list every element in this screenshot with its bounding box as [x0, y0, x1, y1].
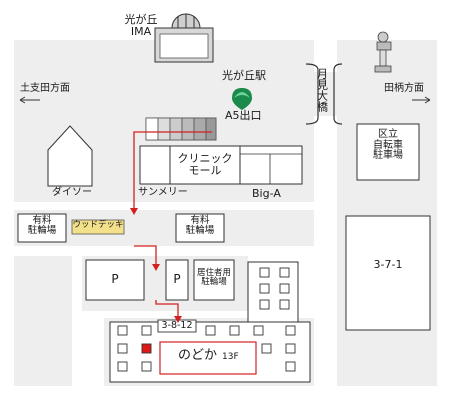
parking-lot-1 [85, 259, 145, 301]
wood-deck [71, 219, 125, 235]
exit-stairs [145, 117, 217, 141]
parking-lot-2 [165, 259, 189, 301]
main-road [14, 72, 437, 116]
bridge-brace-left [305, 63, 319, 125]
arrow-right-icon [412, 96, 431, 104]
east-tower [247, 261, 299, 323]
big-a-building [239, 145, 303, 185]
bridge-brace-right [333, 63, 343, 125]
block-3-7-1-label: 3-7-1 [373, 258, 403, 271]
daiso-building [47, 125, 93, 187]
resident-parking-label: 居住者用 駐輪場 [196, 268, 231, 287]
ward-bicycle-parking-building [356, 123, 420, 181]
ward-bicycle-parking-label: 区立 自転車 駐車場 [373, 129, 403, 161]
parking-lot-2-label: P [173, 272, 181, 286]
ima-label: 光が丘 IMA [124, 13, 158, 38]
clinic-mall-building [169, 145, 241, 185]
floor-label: 13F [222, 352, 239, 362]
nodoka-clinic-box [159, 341, 257, 375]
east-tower-windows [259, 267, 290, 310]
nodoka-label: のどか [178, 348, 218, 363]
sunmeri-building [139, 145, 171, 185]
west-direction-label: 土支田方面 [20, 83, 70, 94]
sunmeri-label: サンメリー [138, 187, 188, 198]
wood-deck-label: ウッドデッキ [72, 220, 124, 230]
parking-lot-1-label: P [111, 272, 119, 286]
east-direction-label: 田柄方面 [384, 83, 424, 94]
west-block [14, 256, 72, 386]
big-a-label: Big-A [252, 187, 281, 200]
resident-parking [193, 259, 235, 301]
exit-label: A5出口 [225, 109, 262, 122]
paid-parking-right-label: 有料 駐輪場 [185, 215, 215, 236]
statue-icon [374, 31, 392, 73]
destination-marker [141, 343, 152, 354]
route-arrowheads [130, 208, 182, 323]
station-label: 光が丘駅 [222, 69, 266, 82]
paid-parking-right [175, 213, 225, 243]
building-3-8-12-windows [117, 325, 296, 372]
daiso-label: ダイソー [52, 187, 92, 198]
arrow-left-icon [19, 96, 40, 104]
bridge-label: 月見大橋 [315, 68, 329, 112]
block-3-8-12-label: 3-8-12 [161, 320, 193, 331]
walking-route [133, 131, 212, 320]
paid-parking-left-label: 有料 駐輪場 [27, 215, 57, 236]
station-marker-icon [232, 88, 252, 110]
block-3-7-1-building [345, 215, 431, 331]
paid-parking-left [17, 213, 67, 243]
clinic-mall-label: クリニック モール [177, 152, 233, 177]
domed-building-icon [154, 13, 214, 63]
